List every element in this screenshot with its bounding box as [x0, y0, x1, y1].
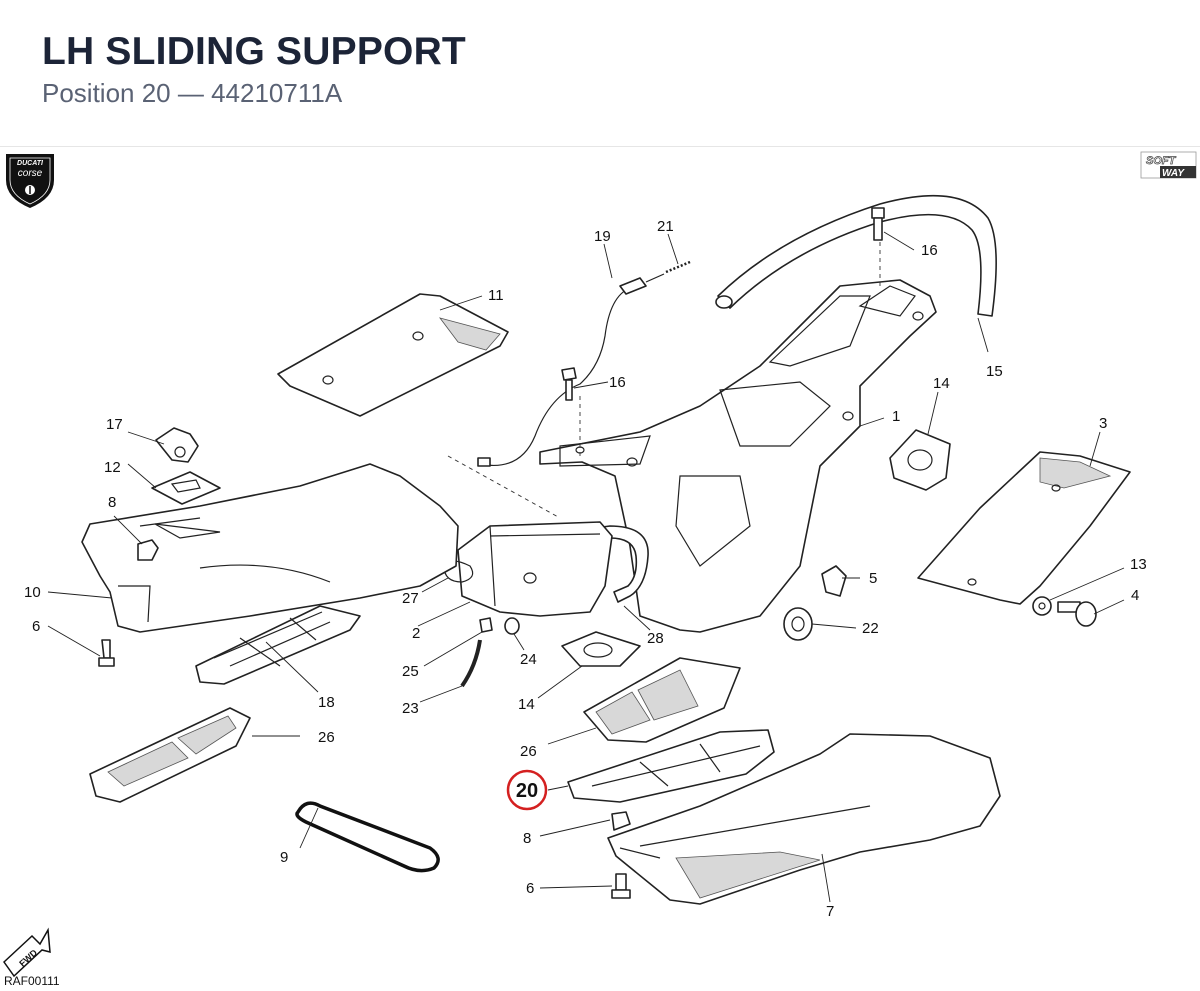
part-21-spring — [665, 260, 691, 274]
callout-9: 9 — [280, 849, 288, 866]
callout-22: 22 — [862, 620, 879, 637]
callout-8-right: 8 — [523, 830, 531, 847]
part-16-bolt-top — [871, 207, 885, 241]
page-header: LH SLIDING SUPPORT Position 20 — 4421071… — [0, 0, 1200, 147]
callout-5: 5 — [869, 570, 877, 587]
ducati-logo-text: DUCATI — [17, 160, 44, 167]
drawing-code: RAF00111 — [4, 974, 60, 988]
part-8-nut-left — [137, 539, 159, 561]
part-20-sliding-support — [567, 729, 775, 803]
corse-logo-text: corse — [18, 168, 43, 179]
dashed-centre-line-1 — [447, 455, 561, 519]
callout-2: 2 — [412, 625, 420, 642]
part-5-clip — [821, 565, 847, 597]
leader-lines — [47, 231, 1125, 903]
part-13-washer — [1032, 596, 1052, 616]
part-18-grab-rail — [195, 605, 361, 685]
callout-28: 28 — [647, 630, 664, 647]
part-4-bolt — [1057, 601, 1097, 627]
part-14-plate-lower — [561, 631, 641, 667]
part-2-box — [457, 521, 613, 617]
callout-6-right: 6 — [526, 880, 534, 897]
callout-10: 10 — [24, 584, 41, 601]
highlight-callout-20: 20 — [506, 769, 548, 811]
fwd-arrow-icon: FWD — [3, 927, 51, 978]
exploded-parts-diagram: DUCATI corse SOFT WAY — [0, 146, 1200, 991]
part-15-frame-tube — [715, 194, 997, 317]
callout-19: 19 — [594, 228, 611, 245]
page-subtitle: Position 20 — 44210711A — [42, 78, 343, 108]
part-14-plate-upper — [889, 429, 951, 491]
part-7-tail-section — [607, 733, 1001, 905]
callout-1: 1 — [892, 408, 900, 425]
part-12-plate — [151, 471, 221, 505]
callout-26-right: 26 — [520, 743, 537, 760]
part-16-bolt-mid — [561, 367, 577, 401]
callout-12: 12 — [104, 459, 121, 476]
callout-26-left: 26 — [318, 729, 335, 746]
part-6-screw-right — [611, 873, 631, 899]
callout-14-upper: 14 — [933, 375, 950, 392]
callout-27: 27 — [402, 590, 419, 607]
part-3-side-fairing — [917, 451, 1131, 605]
part-17-latch — [155, 427, 199, 463]
part-8-nut-right — [611, 811, 631, 831]
callout-24: 24 — [520, 651, 537, 668]
page-title: LH SLIDING SUPPORT — [42, 30, 466, 73]
callout-20: 20 — [516, 780, 538, 802]
callout-16-top: 16 — [921, 242, 938, 259]
part-22-grommet — [783, 607, 813, 641]
part-6-screw-left — [98, 639, 115, 667]
part-11-top-cover — [277, 293, 509, 417]
part-9-seal — [295, 801, 440, 873]
softway-logo-text-2: WAY — [1162, 168, 1185, 179]
part-28-handle — [534, 525, 649, 603]
softway-logo: SOFT WAY — [1140, 151, 1197, 179]
callout-13: 13 — [1130, 556, 1147, 573]
callout-21: 21 — [657, 218, 674, 235]
callout-23: 23 — [402, 700, 419, 717]
callout-18: 18 — [318, 694, 335, 711]
part-26-pad-left — [89, 707, 251, 803]
part-26-pad-right — [583, 657, 741, 743]
callout-11: 11 — [488, 287, 504, 304]
callout-25: 25 — [402, 663, 419, 680]
softway-logo-text-1: SOFT — [1146, 155, 1177, 167]
callout-3: 3 — [1099, 415, 1107, 432]
callout-16-mid: 16 — [609, 374, 626, 391]
callout-labels: 1 2 3 4 5 6 6 7 8 8 9 10 11 12 13 14 14 … — [24, 218, 1147, 920]
part-24-nut — [504, 617, 520, 635]
callout-6-left: 6 — [32, 618, 40, 635]
callout-4: 4 — [1131, 587, 1139, 604]
callout-8-left: 8 — [108, 494, 116, 511]
callout-15: 15 — [986, 363, 1003, 380]
part-10-side-panel — [81, 463, 459, 633]
callout-14-lower: 14 — [518, 696, 535, 713]
ducati-corse-logo: DUCATI corse — [6, 154, 54, 208]
part-25-fitting — [479, 617, 493, 633]
callout-7: 7 — [826, 903, 834, 920]
part-23-hose — [460, 639, 482, 688]
callout-17: 17 — [106, 416, 123, 433]
part-19-cable — [477, 273, 665, 467]
